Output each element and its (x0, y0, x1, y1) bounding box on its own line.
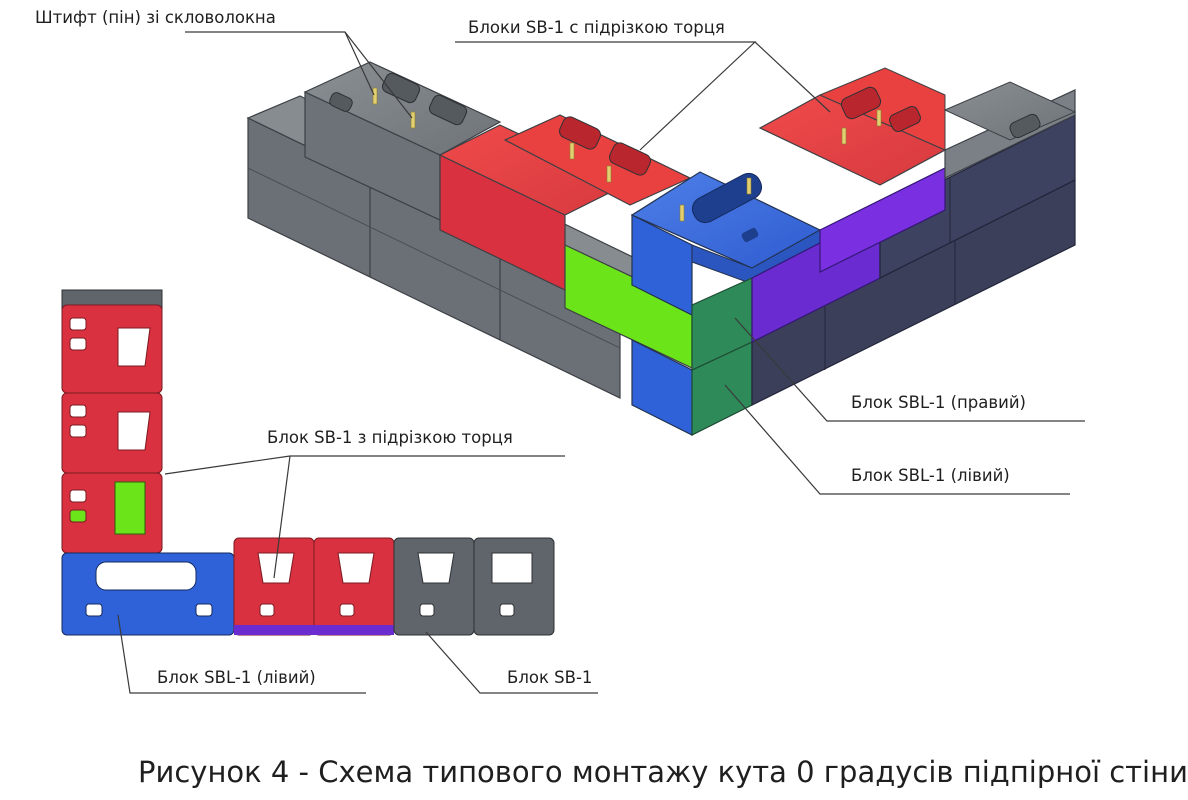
right-wall (751, 67, 1077, 406)
plan-vertical-leg (61, 289, 163, 554)
label-sb1-cut-plan: Блок SB-1 з підрізкою торця (267, 428, 513, 447)
isometric-view (246, 61, 1077, 436)
label-fiberglass-pin: Штифт (пін) зі скловолокна (35, 8, 276, 27)
label-sbl1-left-plan: Блок SBL-1 (лівий) (157, 668, 316, 687)
plan-horizontal-leg (61, 537, 555, 636)
fiberglass-pins (372, 87, 882, 222)
leader-lines (117, 31, 1085, 694)
figure-caption: Рисунок 4 - Схема типового монтажу кута … (138, 755, 1188, 789)
label-sbl1-left-iso: Блок SBL-1 (лівий) (851, 466, 1010, 485)
left-wall-top-course (303, 61, 822, 436)
plan-view (61, 289, 555, 636)
label-sb1-plan: Блок SB-1 (507, 668, 593, 687)
label-sb1-cut-blocks: Блоки SB-1 с підрізкою торця (468, 18, 725, 37)
label-sbl1-right: Блок SBL-1 (правий) (851, 393, 1026, 412)
